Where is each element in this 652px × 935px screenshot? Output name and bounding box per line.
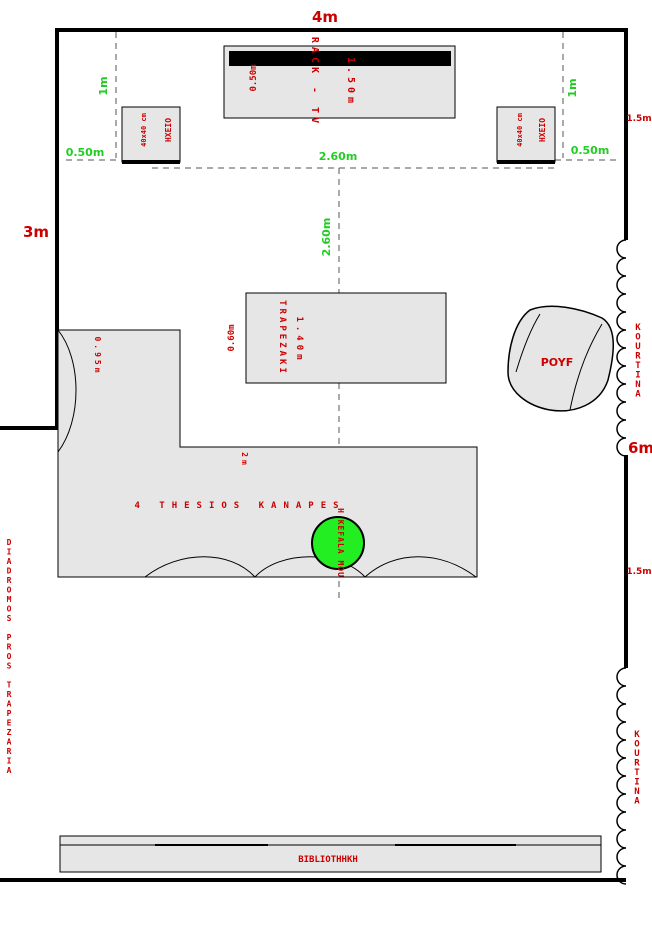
rack-label: RACK - TV (309, 37, 320, 127)
curtain-lower-scallops (616, 667, 627, 885)
walls (0, 28, 628, 882)
speaker-left (121, 106, 181, 164)
head-position-label: H KEFALA MOU (336, 508, 345, 578)
coffee-table (245, 292, 447, 384)
right-lower-gap-label: 1.5m (626, 567, 651, 577)
bookcase-label: BIBLIOTHHKH (298, 855, 358, 865)
table-length-label: 1.40m (294, 316, 304, 363)
bookcase (59, 835, 602, 873)
speaker-depth-right-label: 1m (566, 78, 579, 97)
speaker-right-size: 40x40 cm (516, 113, 524, 147)
right-wall-label: 6m (628, 439, 652, 457)
left-wall-label: 3m (23, 223, 49, 241)
rack-tv (223, 45, 456, 119)
head-position-marker (311, 516, 365, 570)
speaker-offset-right-label: 0.50m (571, 144, 610, 157)
speaker-left-size: 40x40 cm (140, 113, 148, 147)
left-top-wall (55, 28, 628, 430)
tv-to-table-label: 2.60m (320, 218, 333, 257)
table-label: TRAPEZAKI (277, 300, 287, 376)
pouf (507, 305, 614, 412)
curtain-upper-scallops (616, 239, 627, 457)
speaker-right (496, 106, 556, 164)
right-upper-gap-label: 1.5m (626, 114, 651, 124)
speaker-right-label: HXEIO (538, 118, 547, 142)
pouf-label: POYF (541, 356, 574, 369)
speaker-depth-left-label: 1m (97, 76, 110, 95)
guide-lines (66, 32, 618, 598)
sofa-label: 4 THESIOS KANAPES (134, 501, 345, 511)
sofa (57, 329, 478, 578)
speaker-offset-left-label: 0.50m (66, 146, 105, 159)
rack-depth-label: 0.50m (249, 64, 259, 92)
speaker-left-label: HXEIO (164, 118, 173, 142)
sofa-depth-label: 2m (240, 452, 249, 468)
top-width-label: 4m (312, 8, 338, 26)
table-depth-label: 0.60m (227, 324, 237, 352)
between-speakers-label: 2.60m (319, 150, 358, 163)
sofa-side-depth-label: 0.95m (93, 336, 102, 375)
rack-length-label: 1.50m (345, 57, 356, 107)
